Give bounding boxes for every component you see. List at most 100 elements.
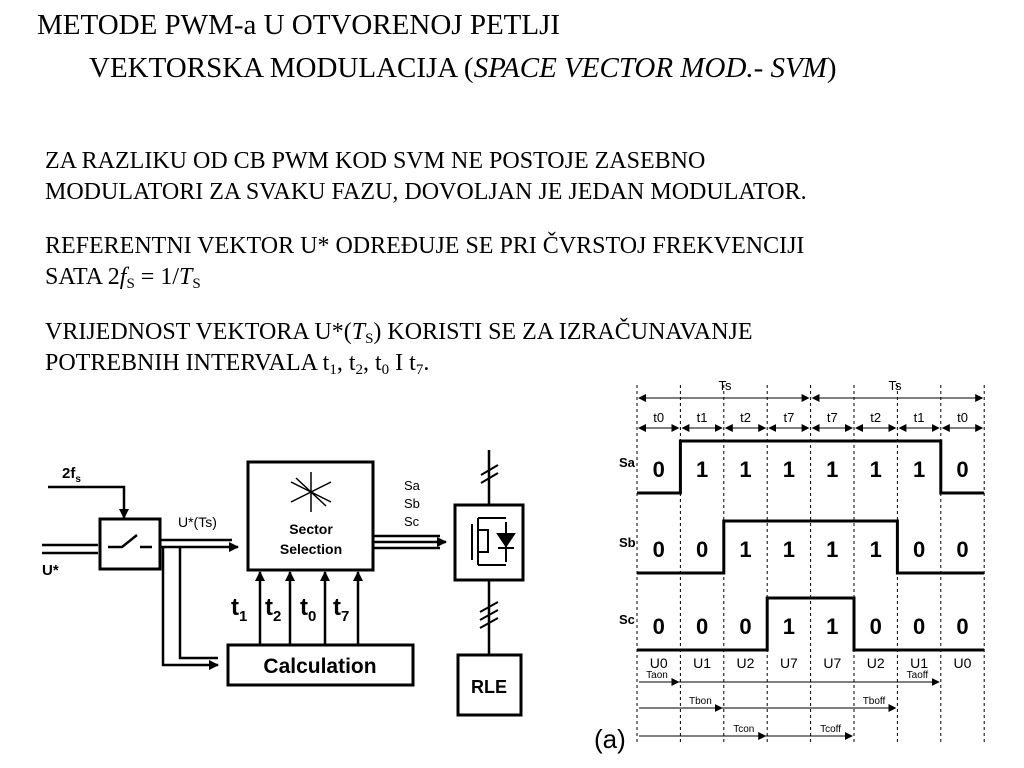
input-2fs-arrow [48, 485, 129, 519]
paragraph-1-line-2: MODULATORI ZA SVAKU FAZU, DOVOLJAN JE JE… [45, 179, 807, 205]
signal-waveform [637, 519, 985, 575]
sector-label-2: Selection [280, 541, 342, 557]
load-mark-1 [479, 601, 499, 613]
ts-label-1: Ts [719, 378, 733, 393]
paragraph-3: VRIJEDNOST VEKTORA U*(TS) KORISTI SE ZA … [45, 317, 753, 379]
interval-label: t1 [914, 410, 925, 425]
rle-label: RLE [471, 677, 507, 697]
feedback-arrow-1 [161, 547, 219, 670]
load-mark-2 [479, 609, 499, 621]
rle-block [456, 653, 523, 717]
p2-sata: SATA 2 [45, 264, 120, 290]
title-line-2-suffix: ) [826, 52, 837, 84]
vector-label: U1 [910, 655, 928, 671]
timing-grid-lines [636, 385, 985, 745]
paragraph-3-line-1: VRIJEDNOST VEKTORA U*(TS) KORISTI SE ZA … [45, 317, 753, 348]
signal-value: 1 [826, 457, 838, 482]
p3-c: POTREBNIH INTERVALA t [45, 350, 330, 376]
switch-icon [471, 517, 516, 566]
vector-label: U2 [737, 655, 755, 671]
paragraph-2-line-1: REFERENTNI VEKTOR U* ODREĐUJE SE PRI ČVR… [45, 233, 805, 259]
signal-waveform [637, 596, 985, 652]
signal-value: 1 [870, 537, 882, 562]
p2-f: f [119, 264, 127, 290]
signal-value: 1 [826, 537, 838, 562]
signal-waveform [637, 439, 985, 495]
t7-label: t7 [333, 594, 349, 625]
interval-label: t7 [783, 410, 794, 425]
signal-value: 0 [913, 537, 925, 562]
inverter-block [453, 503, 525, 582]
p3-T: T [351, 319, 366, 345]
signal-name: Sc [619, 612, 635, 627]
sector-label-1: Sector [289, 521, 333, 537]
signal-value: 0 [956, 537, 968, 562]
vector-label: U7 [823, 655, 841, 671]
p2-T: T [178, 264, 193, 290]
u-ts-label: U*(Ts) [178, 514, 217, 530]
title-line-2-prefix: VEKTORSKA MODULACIJA ( [89, 52, 474, 84]
dc-link-mark-1 [480, 464, 499, 476]
panel-label: (a) [594, 724, 626, 754]
vector-label: U0 [650, 655, 668, 671]
dc-link-mark-2 [480, 472, 499, 484]
p3-sub-2: 2 [355, 362, 363, 378]
signal-value: 0 [653, 537, 665, 562]
on-off-label: Tcoff [820, 724, 841, 735]
title-line-1: METODE PWM-a U OTVORENOJ PETLJI [37, 9, 561, 41]
signal-value: 0 [696, 537, 708, 562]
feedback-line-2 [178, 547, 218, 660]
interval-label: t1 [697, 410, 708, 425]
signal-value: 1 [739, 457, 751, 482]
calculation-block [226, 643, 415, 687]
p3-c2: , t [362, 350, 382, 376]
signal-value: 1 [696, 457, 708, 482]
input-2fs-label: 2fs [62, 465, 81, 485]
timing-period-row: Ts Ts [638, 378, 984, 402]
signal-value: 1 [826, 614, 838, 639]
signal-name: Sb [619, 535, 636, 550]
paragraph-1: ZA RAZLIKU OD CB PWM KOD SVM NE POSTOJE … [45, 146, 807, 208]
signal-value: 0 [739, 614, 751, 639]
t0-label: t0 [300, 594, 316, 625]
signal-value: 1 [783, 614, 795, 639]
interval-label: t2 [740, 410, 751, 425]
ts-label-2: Ts [889, 378, 903, 393]
paragraph-3-line-2: POTREBNIH INTERVALA t1, t2, t0 I t7. [45, 348, 753, 379]
p3-a: VRIJEDNOST VEKTORA U*( [45, 319, 352, 345]
signal-value: 1 [783, 457, 795, 482]
on-off-label: Taoff [907, 670, 929, 681]
paragraph-2-line-2: SATA 2fS = 1/TS [45, 262, 804, 293]
p3-c1: , t [336, 350, 356, 376]
signal-value: 1 [870, 457, 882, 482]
calculation-label: Calculation [263, 655, 376, 678]
p3-sub: S [365, 331, 374, 347]
signal-value: 1 [783, 537, 795, 562]
output-sc: Sc [404, 514, 420, 529]
interval-label: t2 [870, 410, 881, 425]
p3-b: ) KORISTI SE ZA IZRAČUNAVANJE [373, 319, 753, 345]
p3-sub-0: 0 [381, 362, 390, 378]
p3-end: . [423, 350, 430, 376]
signal-value: 0 [913, 614, 925, 639]
input-u-label: U* [42, 562, 59, 579]
signal-value: 0 [653, 614, 665, 639]
signal-value: 1 [739, 537, 751, 562]
sampler-switch-icon [108, 534, 138, 549]
interval-label: t0 [957, 410, 968, 425]
vector-label: U7 [780, 655, 798, 671]
interval-label: t0 [653, 410, 664, 425]
paragraph-2: REFERENTNI VEKTOR U* ODREĐUJE SE PRI ČVR… [45, 231, 804, 293]
on-off-label: Tboff [863, 696, 886, 707]
p2-eq: = 1/ [134, 264, 179, 290]
sector-selection-block [246, 460, 375, 572]
signal-value: 0 [653, 457, 665, 482]
title-line-2: VEKTORSKA MODULACIJA (SPACE VECTOR MOD.-… [89, 51, 837, 85]
star-icon [290, 472, 332, 512]
p2-sub-s1: S [126, 276, 135, 292]
vector-label: U1 [693, 655, 711, 671]
signal-value: 1 [913, 457, 925, 482]
